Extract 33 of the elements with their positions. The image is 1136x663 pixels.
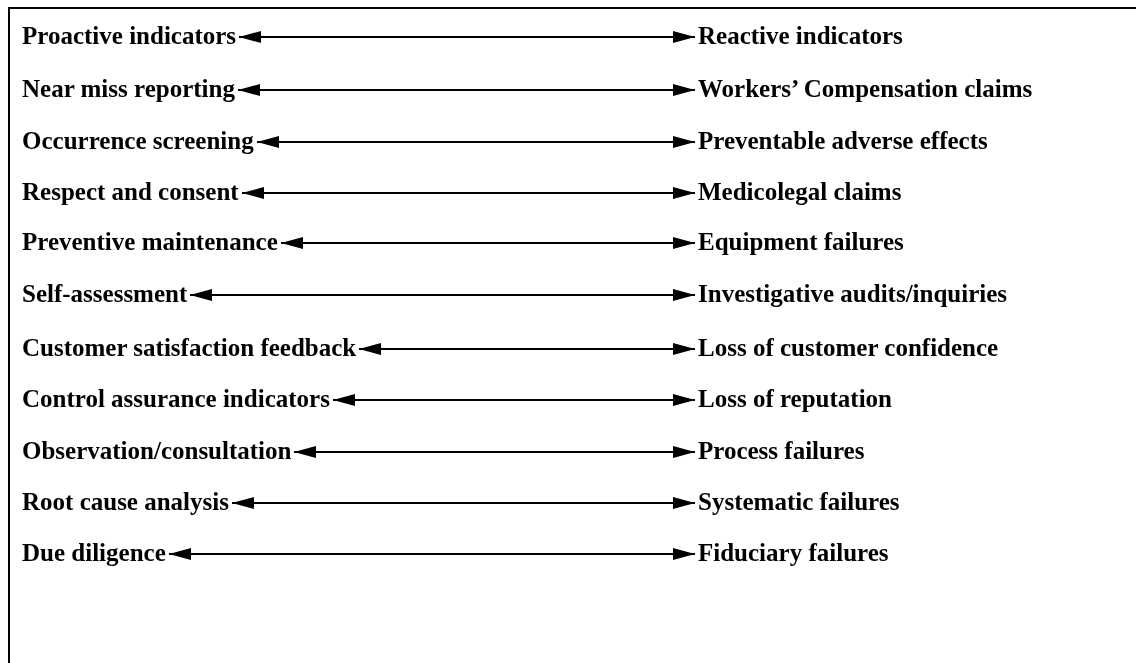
proactive-indicator-label: Near miss reporting [22, 74, 235, 104]
double-headed-arrow [241, 187, 696, 199]
double-headed-arrow [280, 237, 696, 249]
double-headed-arrow [237, 84, 696, 96]
double-headed-arrow [256, 136, 696, 148]
double-headed-arrow [168, 548, 696, 560]
double-headed-arrow [332, 394, 696, 406]
reactive-indicator-label: Fiduciary failures [698, 538, 889, 568]
double-headed-arrow [293, 446, 696, 458]
reactive-indicator-label: Investigative audits/inquiries [698, 279, 1008, 309]
reactive-indicator-label: Systematic failures [698, 487, 900, 517]
double-headed-arrow [238, 31, 696, 43]
reactive-indicator-label: Equipment failures [698, 227, 904, 257]
proactive-indicator-label: Occurrence screening [22, 126, 254, 156]
proactive-indicator-label: Customer satisfaction feedback [22, 333, 357, 363]
double-headed-arrow [189, 289, 696, 301]
proactive-indicator-label: Root cause analysis [22, 487, 229, 517]
double-headed-arrow [358, 343, 696, 355]
reactive-indicator-label: Medicolegal claims [698, 177, 902, 207]
reactive-indicator-label: Reactive indicators [698, 21, 903, 51]
proactive-indicator-label: Due diligence [22, 538, 166, 568]
proactive-indicator-label: Proactive indicators [22, 21, 237, 51]
reactive-indicator-label: Workers’ Compensation claims [698, 74, 1033, 104]
proactive-indicator-label: Preventive maintenance [22, 227, 278, 257]
double-headed-arrow [231, 497, 696, 509]
reactive-indicator-label: Process failures [698, 436, 865, 466]
proactive-indicator-label: Self-assessment [22, 279, 188, 309]
proactive-indicator-label: Respect and consent [22, 177, 239, 207]
reactive-indicator-label: Loss of customer confidence [698, 333, 999, 363]
reactive-indicator-label: Preventable adverse effects [698, 126, 988, 156]
proactive-indicator-label: Control assurance indicators [22, 384, 330, 414]
proactive-indicator-label: Observation/consultation [22, 436, 292, 466]
reactive-indicator-label: Loss of reputation [698, 384, 892, 414]
